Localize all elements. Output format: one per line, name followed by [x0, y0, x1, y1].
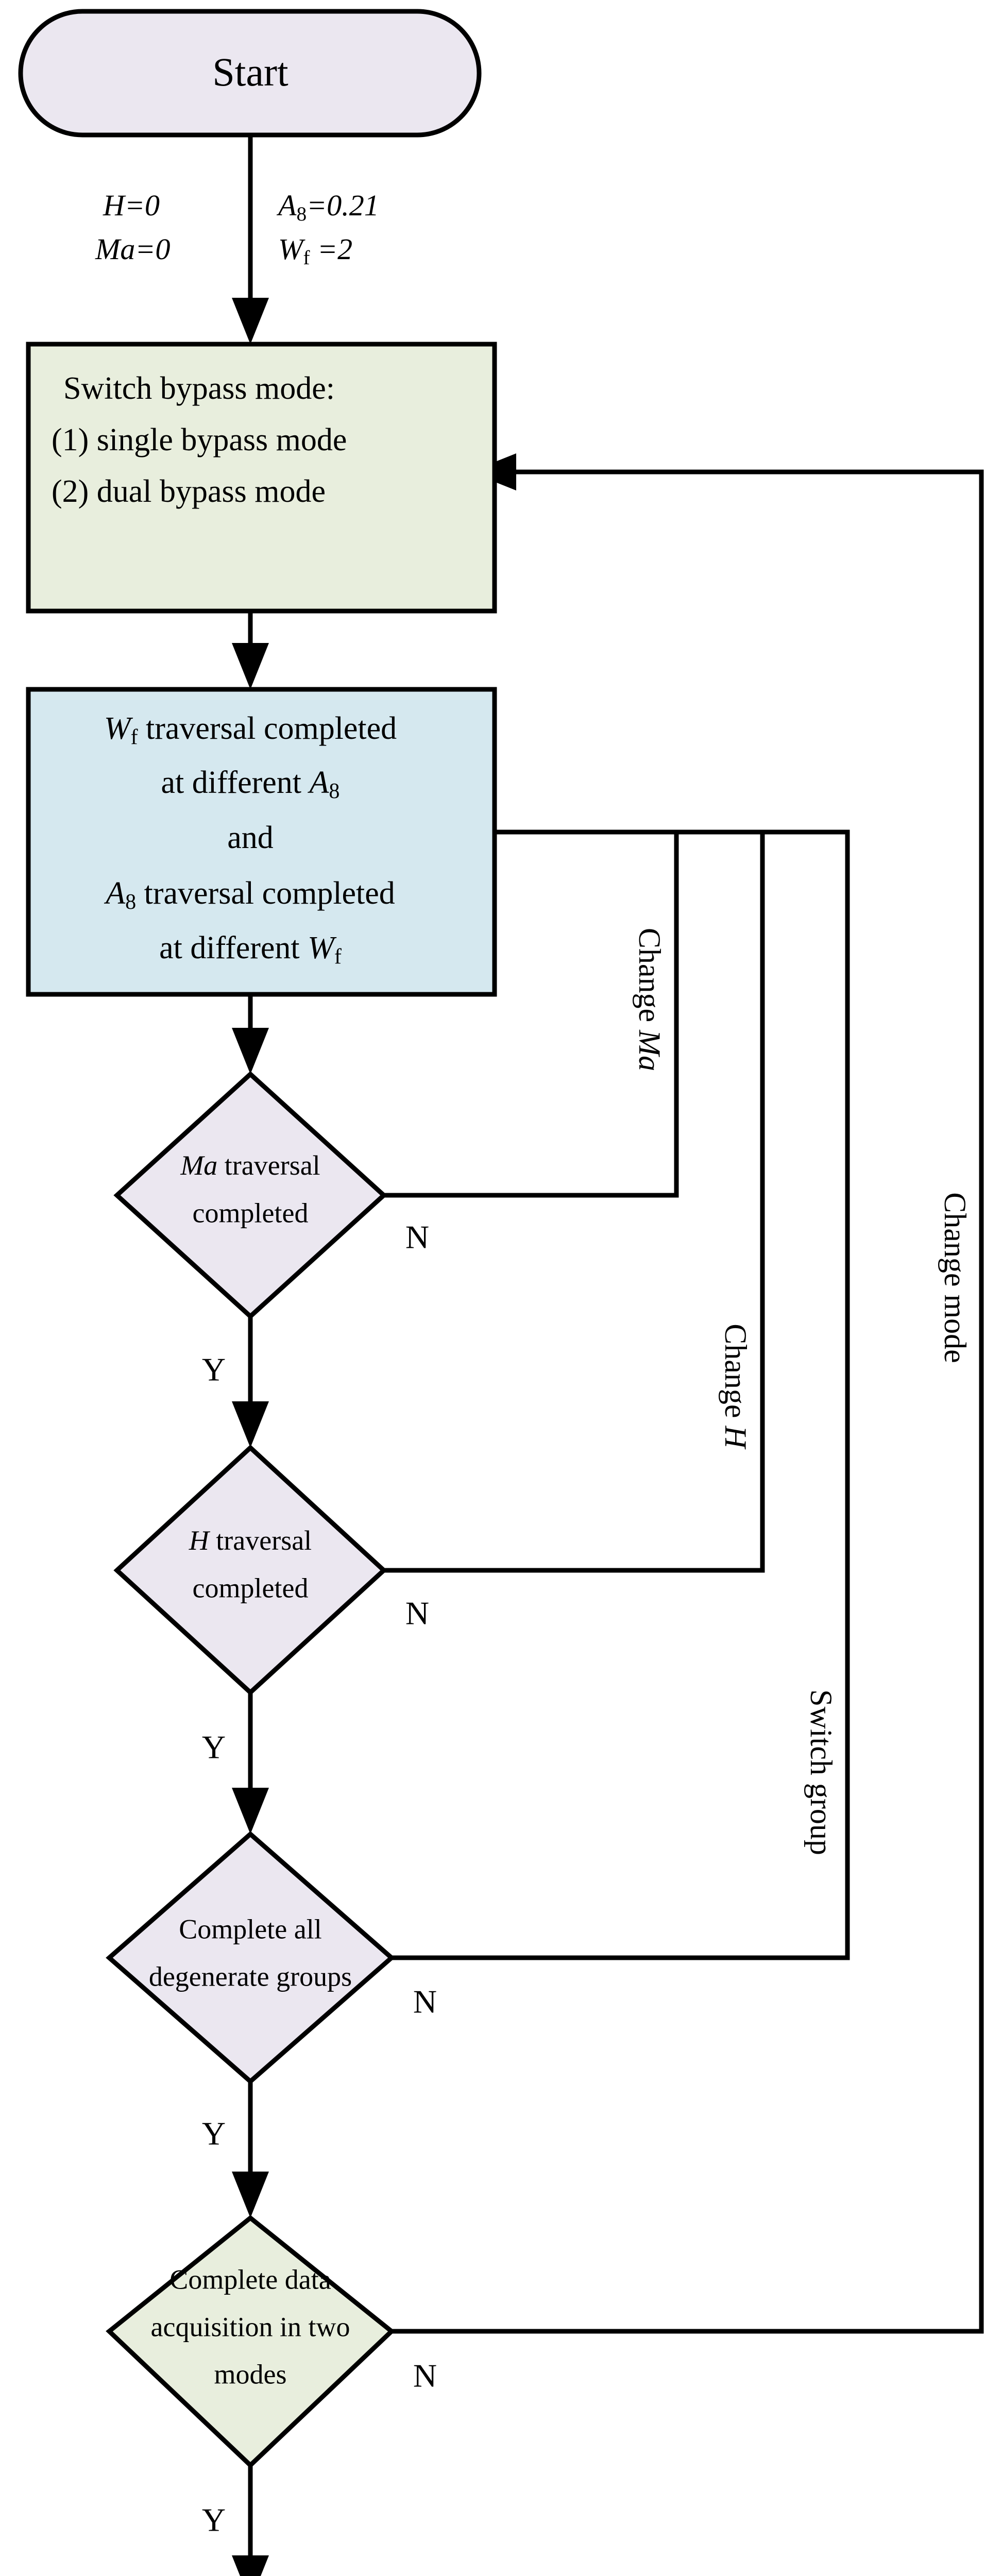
traversal-line-5: at different Wf: [159, 930, 342, 968]
ma-decision-rest: traversal: [217, 1150, 320, 1181]
edge-modes-yes-to-over: [232, 2465, 269, 2576]
init-h-var: H: [103, 189, 126, 222]
modes-decision-line-1: Complete data: [169, 2264, 331, 2295]
branch-label-no-group: N: [413, 1984, 437, 2020]
node-h-traversal-decision[interactable]: H traversal completed: [113, 1444, 387, 1696]
edge-switch-to-traversal: [232, 611, 269, 689]
node-degenerate-groups-decision[interactable]: Complete all degenerate groups: [106, 1831, 395, 2084]
node-start[interactable]: Start: [18, 9, 482, 138]
init-ma-var: Ma: [95, 232, 135, 266]
traversal-line-1-rest: traversal completed: [138, 711, 397, 746]
start-label: Start: [212, 49, 288, 94]
traversal-line-2-var: A: [308, 765, 330, 800]
change-h-pre: Change: [719, 1324, 753, 1426]
traversal-line-5-var: W: [308, 930, 337, 965]
branch-label-yes-modes: Y: [202, 2502, 226, 2538]
traversal-line-1-sub: f: [130, 725, 138, 749]
init-a8-var: A: [276, 189, 297, 222]
traversal-line-4-sub: 8: [125, 890, 136, 914]
group-decision-line-1: Complete all: [179, 1913, 321, 1944]
traversal-line-1-var: W: [104, 711, 133, 746]
init-wf-rest: =2: [310, 232, 352, 266]
h-decision-var: H: [189, 1525, 211, 1556]
init-a8-sub: 8: [296, 202, 307, 225]
switch-group-text: Switch group: [804, 1689, 838, 1855]
edge-traversal-to-ma: [232, 994, 269, 1074]
edge-label-init-left: H=0 Ma=0: [95, 189, 170, 266]
init-right-line-2: Wf =2: [278, 232, 352, 269]
h-decision-rest: traversal: [209, 1525, 312, 1556]
traversal-line-4-var: A: [104, 876, 126, 911]
branch-label-yes-h: Y: [202, 1729, 226, 1766]
edge-h-yes-to-group: [232, 1692, 269, 1834]
init-wf-sub: f: [303, 246, 310, 269]
ma-decision-var: Ma: [180, 1150, 217, 1181]
modes-decision-line-3: modes: [214, 2359, 287, 2389]
traversal-line-2-sub: 8: [329, 779, 339, 803]
node-traversal-condition[interactable]: Wf traversal completed at different A8 a…: [26, 687, 497, 997]
node-switch-bypass-mode[interactable]: Switch bypass mode: (1) single bypass mo…: [26, 342, 497, 614]
traversal-line-5-pre: at different: [159, 930, 308, 965]
traversal-line-3: and: [227, 820, 274, 855]
init-wf-var: W: [278, 232, 305, 266]
traversal-line-2-pre: at different: [161, 765, 309, 800]
loop-label-switch-group: Switch group: [804, 1689, 838, 1855]
change-h-var: H: [719, 1425, 753, 1450]
branch-label-yes-group: Y: [202, 2115, 226, 2152]
init-ma-rest: =0: [135, 232, 170, 266]
traversal-line-4: A8 traversal completed: [104, 876, 395, 913]
svg-text:Change H: Change H: [719, 1324, 753, 1450]
traversal-line-2: at different A8: [161, 765, 339, 803]
switch-line-3: (2) dual bypass mode: [52, 474, 326, 509]
loop-label-change-mode: Change mode: [938, 1192, 972, 1363]
group-decision-line-2: degenerate groups: [149, 1961, 352, 1992]
svg-text:Change Ma: Change Ma: [633, 928, 667, 1071]
change-mode-text: Change mode: [938, 1192, 972, 1363]
loop-label-change-ma: Change Ma: [633, 928, 667, 1071]
h-decision-line-1: H traversal: [189, 1525, 312, 1556]
branch-label-no-h: N: [405, 1595, 429, 1632]
change-ma-var: Ma: [633, 1029, 667, 1071]
branch-label-yes-ma: Y: [202, 1351, 226, 1388]
change-ma-pre: Change: [633, 928, 667, 1030]
switch-line-2: (1) single bypass mode: [52, 422, 347, 457]
traversal-line-5-sub: f: [334, 944, 342, 969]
ma-decision-line-2: completed: [193, 1197, 309, 1228]
ma-decision-line-1: Ma traversal: [180, 1150, 320, 1181]
switch-line-1: Switch bypass mode:: [63, 371, 335, 406]
edge-group-yes-to-modes: [232, 2081, 269, 2218]
branch-label-no-modes: N: [413, 2358, 437, 2394]
node-ma-traversal-decision[interactable]: Ma traversal completed: [113, 1071, 387, 1320]
branch-label-no-ma: N: [405, 1219, 429, 1256]
init-left-line-1: H=0: [103, 189, 160, 222]
edge-start-to-switch: [232, 135, 269, 344]
init-right-line-1: A8=0.21: [276, 189, 379, 225]
traversal-line-4-rest: traversal completed: [136, 876, 395, 911]
node-two-modes-decision[interactable]: Complete data acquisition in two modes: [106, 2215, 395, 2469]
traversal-line-1: Wf traversal completed: [104, 711, 397, 749]
init-h-rest: =0: [125, 189, 160, 222]
loop-label-change-h: Change H: [719, 1324, 753, 1450]
edge-label-init-right: A8=0.21 Wf =2: [276, 189, 379, 269]
modes-decision-line-2: acquisition in two: [151, 2311, 350, 2342]
edge-ma-yes-to-h: [232, 1316, 269, 1448]
h-decision-line-2: completed: [193, 1572, 309, 1603]
init-a8-rest: =0.21: [307, 189, 379, 222]
init-left-line-2: Ma=0: [95, 232, 170, 266]
